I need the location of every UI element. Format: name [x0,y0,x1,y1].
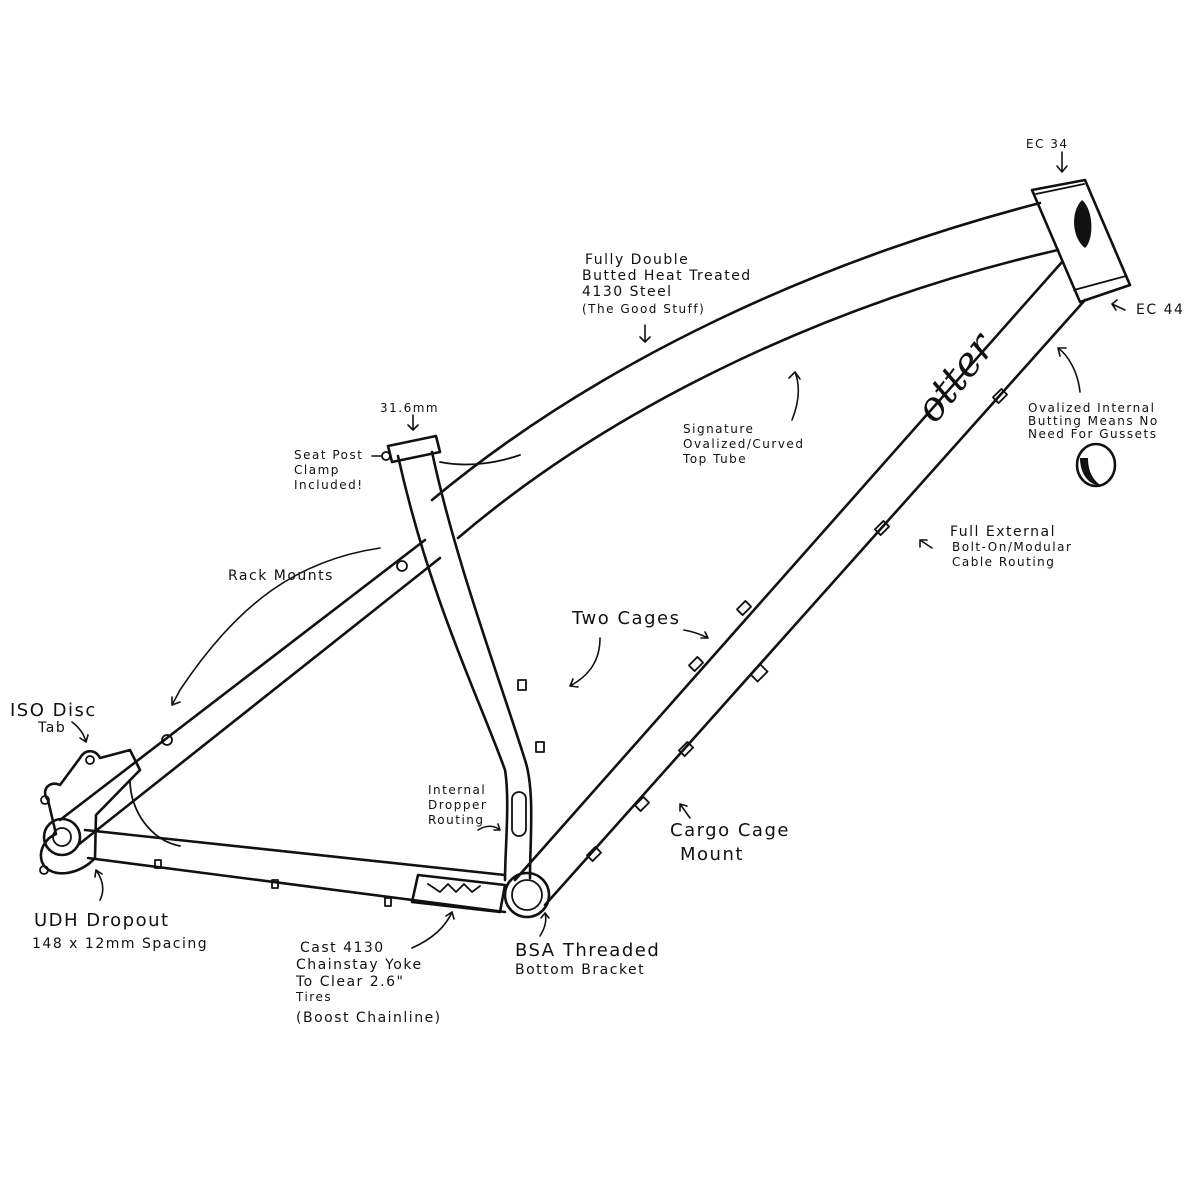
dropper-arrow [477,823,501,831]
cargo-label: Cargo Cage Mount [670,820,790,865]
svg-text:(Boost Chainline): (Boost Chainline) [296,1010,442,1026]
rack-mount-upper [396,560,408,572]
dropper-port [511,791,527,837]
cargo-arrow [679,803,691,819]
svg-text:Clamp: Clamp [294,463,340,477]
ec44-arrow [1111,299,1126,311]
cable-routing-label: Full External Bolt-On/Modular Cable Rout… [950,524,1072,569]
head-badge [1074,200,1092,248]
top-tube [430,201,1042,502]
post-size-arrow [407,414,419,431]
svg-text:Fully Double: Fully Double [585,252,689,268]
seat-post-clamp [381,434,442,464]
svg-text:Cargo Cage: Cargo Cage [670,820,790,841]
svg-text:Dropper: Dropper [428,798,487,812]
svg-text:4130 Steel: 4130 Steel [582,284,673,300]
chainstay-lower-edge [86,856,507,914]
frame-logo: otter [907,323,1006,432]
down-tube [513,260,1064,882]
udh-dropout [39,748,142,875]
svg-text:Tires: Tires [295,990,332,1004]
head-tube [1030,178,1132,304]
udh-arrow [94,869,104,901]
svg-text:UDH Dropout: UDH Dropout [34,910,170,931]
svg-text:Butted Heat Treated: Butted Heat Treated [582,268,752,284]
svg-text:Top Tube: Top Tube [682,452,747,466]
svg-text:Bottom Bracket: Bottom Bracket [515,962,645,978]
tube-cross-section [1075,442,1117,488]
svg-text:Included!: Included! [294,478,364,492]
top-tube-label: Signature Ovalized/Curved Top Tube [682,422,804,466]
bb-label: BSA Threaded Bottom Bracket [515,940,660,978]
chainstay-yoke [410,873,507,914]
tubing-label: Fully Double Butted Heat Treated 4130 St… [582,252,752,316]
svg-text:Cast 4130: Cast 4130 [300,940,385,956]
svg-text:Mount: Mount [680,844,744,865]
seat-clamp-label: Seat Post Clamp Included! [294,448,364,492]
seat-tube [396,454,509,882]
rack-mounts-label: Rack Mounts [228,568,334,584]
ec34-arrow [1056,151,1068,173]
svg-text:ISO Disc: ISO Disc [10,700,97,721]
svg-text:Bolt-On/Modular: Bolt-On/Modular [952,540,1072,554]
svg-text:Seat Post: Seat Post [294,448,363,462]
svg-text:(The Good Stuff): (The Good Stuff) [582,302,705,316]
yoke-label: Cast 4130 Chainstay Yoke To Clear 2.6" T… [295,940,442,1026]
seat-stay [58,538,427,822]
svg-text:Tab: Tab [37,720,66,736]
rack-mounts-arrow [171,547,381,706]
cable-routing-arrow [919,539,933,549]
rack-mount-lower [161,734,173,746]
two-cages-left-arrow [569,637,601,688]
annotations: EC 34 EC 44 Fully Double Butted Heat Tre… [10,137,1184,1026]
cable-guides [154,388,1008,907]
seat-stay-lower-edge [76,556,442,847]
two-cages-label: Two Cages [571,608,680,629]
iso-disc-label: ISO Disc Tab [10,700,97,736]
ec34-label: EC 34 [1026,137,1069,151]
ovalized-label: Ovalized Internal Butting Means No Need … [1028,401,1159,441]
top-tube-lower-edge [456,248,1060,540]
bottom-bracket [503,871,551,919]
svg-text:Butting Means No: Butting Means No [1028,414,1159,428]
svg-text:Internal: Internal [428,783,486,797]
svg-text:148 x 12mm Spacing: 148 x 12mm Spacing [32,936,208,952]
dropper-label: Internal Dropper Routing [428,783,487,827]
top-tube-arrow [788,371,801,421]
seat-tube-rear-edge [430,450,533,880]
ovalized-arrow [1057,347,1081,393]
svg-text:Chainstay Yoke: Chainstay Yoke [296,957,423,973]
udh-label: UDH Dropout 148 x 12mm Spacing [32,910,208,952]
two-cages-right-arrow [683,629,709,639]
svg-text:Routing: Routing [428,813,485,827]
svg-text:To Clear 2.6": To Clear 2.6" [295,974,404,990]
svg-text:Cable Routing: Cable Routing [952,555,1055,569]
tubing-arrow [639,324,651,343]
svg-text:Ovalized/Curved: Ovalized/Curved [683,437,804,451]
svg-text:Signature: Signature [683,422,754,436]
svg-text:Need For Gussets: Need For Gussets [1028,427,1158,441]
top-tube-gusset [439,454,521,466]
yoke-arrow [411,911,455,949]
callout-arrows [71,151,1126,949]
svg-text:Ovalized Internal: Ovalized Internal [1028,401,1155,415]
bb-arrow [539,912,550,937]
svg-text:BSA Threaded: BSA Threaded [515,940,660,961]
ec44-label: EC 44 [1136,302,1184,318]
chainstay-bend [129,779,181,847]
post-size-label: 31.6mm [380,401,439,415]
iso-disc-arrow [71,721,89,743]
svg-text:Full External: Full External [950,524,1056,540]
chainstay [83,828,507,877]
